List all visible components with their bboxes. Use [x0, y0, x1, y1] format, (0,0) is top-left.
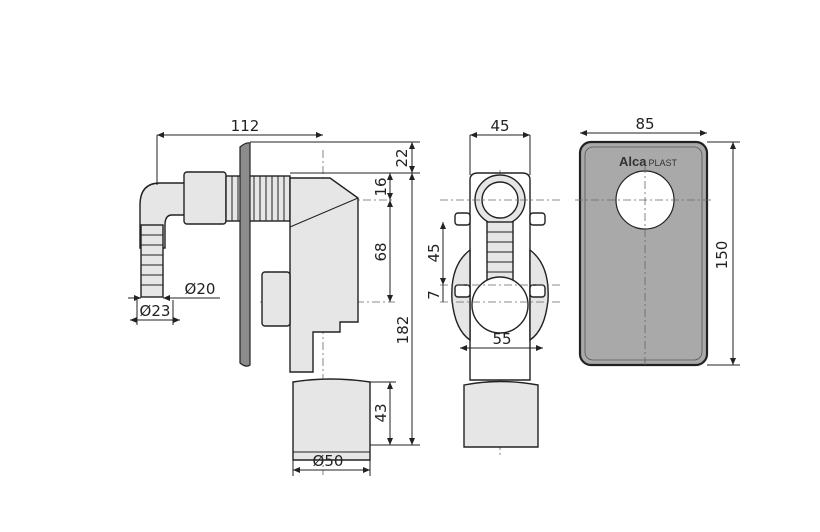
- side-view: 112 22 16 68 182 43 Ø50 Ø20 Ø23: [128, 117, 420, 476]
- bellows-ribs: [487, 231, 513, 273]
- outlet-ring: [471, 276, 529, 334]
- dim-outlet-height: 43: [372, 403, 390, 422]
- dim-front-width: 45: [490, 117, 509, 135]
- side-nut: [261, 271, 291, 327]
- outlet-pipe: [292, 378, 371, 461]
- dim-outlet-diameter: Ø50: [313, 452, 344, 470]
- front-view: 45 45 7 55: [425, 117, 560, 455]
- dim-inlet-to-outlet: 68: [372, 242, 390, 261]
- mount-tab: [529, 284, 546, 298]
- hose-ribs: [141, 234, 163, 286]
- dim-height-total: 182: [394, 316, 412, 345]
- dim-top-offset: 22: [393, 148, 411, 167]
- mount-tab: [454, 212, 471, 226]
- cover-plate: [578, 140, 709, 367]
- dim-hose-inner-diameter: Ø20: [185, 280, 216, 298]
- mount-tab: [529, 212, 546, 226]
- siphon-body: [289, 177, 359, 373]
- dim-inlet-offset: 16: [372, 177, 390, 196]
- dim-plate-height: 150: [713, 241, 731, 270]
- thread-lines: [231, 176, 285, 221]
- dim-width-total: 112: [231, 117, 260, 135]
- dim-hose-outer-diameter: Ø23: [140, 302, 171, 320]
- dim-flange-width: 55: [492, 330, 511, 348]
- threaded-pipe: [225, 175, 291, 222]
- dim-offset: 7: [425, 290, 443, 300]
- hose-connector: [140, 224, 164, 298]
- dim-inlet-spacing: 45: [425, 243, 443, 262]
- front-outlet-pipe: [463, 380, 539, 448]
- union-nut: [183, 171, 227, 225]
- cover-plate-edge: [239, 142, 251, 367]
- mount-tab: [454, 284, 471, 298]
- dim-plate-width: 85: [635, 115, 654, 133]
